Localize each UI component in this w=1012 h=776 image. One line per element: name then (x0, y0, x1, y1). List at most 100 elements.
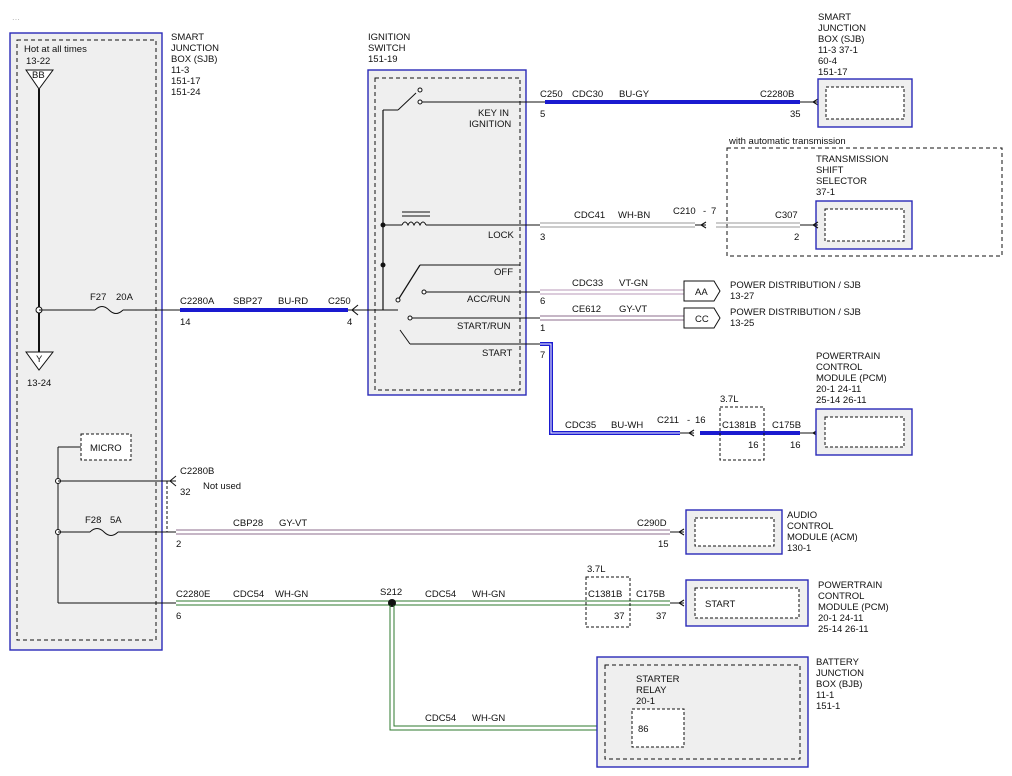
pcm-2: POWERTRAIN CONTROL MODULE (PCM) 20-1 24-… (685, 579, 889, 635)
wire-cdc33: CDC33 VT-GN 6 AA POWER DISTRIBUTION / SJ… (540, 278, 861, 307)
sjb-ref-top: 13-22 (26, 56, 50, 67)
bjb-outline (596, 656, 809, 768)
wire-cdc35: 7 CDC35 BU-WH C211 - 16 3.7L C1381B 16 C… (540, 342, 818, 461)
bjb-name-4: 151-1 (816, 701, 840, 712)
w6-pin-right: 4 (347, 317, 352, 328)
trans-name-0: TRANSMISSION (816, 154, 888, 165)
w7-pin: 32 (180, 487, 191, 498)
aa-offpage-connector (683, 280, 721, 302)
wire-cbp28: CBP28 GY-VT C290D 2 15 (176, 518, 684, 550)
pcm2-name-1: CONTROL (818, 591, 864, 602)
bjb-name-2: BOX (BJB) (816, 679, 862, 690)
pos-lock: LOCK (488, 230, 515, 241)
keyin-contact-2 (417, 99, 423, 105)
left-sjb-name-0: SMART (171, 32, 204, 43)
w8-pin-left: 2 (176, 539, 181, 550)
header-fragment: ... (12, 12, 20, 23)
right-sjb-name-1: JUNCTION (818, 23, 866, 34)
cc-desc: POWER DISTRIBUTION / SJB (730, 307, 861, 318)
right-sjb-name-2: BOX (SJB) (818, 34, 864, 45)
w1-conn-right: C2280B (760, 89, 794, 100)
pcm2-name-2: MODULE (PCM) (818, 602, 889, 613)
hot-at-all-times-label: Hot at all times (24, 44, 87, 55)
acc-contact (421, 289, 427, 295)
transmission-block: with automatic transmission TRANSMISSION… (726, 136, 1003, 257)
fuse-f28-label: F28 (85, 515, 101, 526)
ign-name-0: IGNITION (368, 32, 410, 43)
relay-pin: 86 (638, 724, 649, 735)
trans-note: with automatic transmission (728, 136, 846, 147)
w9-conn-left: C2280E (176, 589, 210, 600)
pcm2-inner (694, 587, 800, 619)
w5-circuit: CDC35 (565, 420, 596, 431)
w5-dash: - (687, 415, 690, 426)
right-sjb-name-3: 11-3 37-1 (818, 45, 858, 56)
w5-color: BU-WH (611, 420, 643, 431)
w2-inline-pin: 7 (711, 206, 716, 217)
wire-cdc54: C2280E CDC54 WH-GN S212 CDC54 WH-GN 3.7L… (176, 564, 684, 628)
w5-opt: 3.7L (720, 394, 739, 405)
w5-pin-right: 16 (790, 440, 801, 451)
w9-pin-right: 37 (656, 611, 667, 622)
ignition-switch-inner-dashed (374, 77, 521, 391)
wire-ce612: CE612 GY-VT 1 CC POWER DISTRIBUTION / SJ… (540, 304, 861, 334)
ignition-switch-blade (397, 264, 421, 301)
acm: AUDIO CONTROL MODULE (ACM) 130-1 (685, 509, 858, 555)
w10-wire-b (393, 605, 630, 727)
wire-cdc41: CDC41 WH-BN C210 - 7 C307 3 2 (540, 206, 818, 243)
wire-cdc30: C250 CDC30 BU-GY C2280B 5 35 (540, 89, 818, 120)
wire-sbp27: C2280A SBP27 BU-RD C250 14 4 (180, 296, 383, 328)
fuse-f27-amp: 20A (116, 292, 134, 303)
fuse-f28-amp: 5A (110, 515, 122, 526)
wire-not-used: C2280B 32 Not used (169, 466, 241, 498)
w5-conn-right: C175B (772, 420, 801, 431)
w10-color: WH-GN (472, 713, 505, 724)
w2-conn-right: C307 (775, 210, 798, 221)
right-sjb-name-5: 151-17 (818, 67, 848, 78)
left-sjb-inner-dashed (16, 39, 157, 641)
acm-name-2: MODULE (ACM) (787, 532, 858, 543)
w2-color: WH-BN (618, 210, 650, 221)
w6-conn-right: C250 (328, 296, 351, 307)
w9-circuit2: CDC54 (425, 589, 456, 600)
lock-solenoid-icon (401, 221, 427, 227)
trans-name-3: 37-1 (816, 187, 835, 198)
pos-start: START (482, 348, 512, 359)
w2-inline: C210 (673, 206, 696, 217)
w6-conn-left: C2280A (180, 296, 215, 307)
ign-name-2: 151-19 (368, 54, 398, 65)
w8-color: GY-VT (279, 518, 307, 529)
left-sjb-name-2: BOX (SJB) (171, 54, 217, 65)
w2-pin-right: 2 (794, 232, 799, 243)
pcm1-name-4: 25-14 26-11 (816, 395, 867, 406)
startrun-contact (407, 315, 413, 321)
w1-color: BU-GY (619, 89, 650, 100)
w1-conn-left: C250 (540, 89, 563, 100)
aa-desc: POWER DISTRIBUTION / SJB (730, 280, 861, 291)
keyin-contact (417, 87, 423, 93)
w9-color: WH-GN (275, 589, 308, 600)
pcm1-name-0: POWERTRAIN (816, 351, 880, 362)
left-sjb-name-5: 151-24 (171, 87, 201, 98)
w4-color: GY-VT (619, 304, 647, 315)
w1-pin-right: 35 (790, 109, 801, 120)
w10-circuit: CDC54 (425, 713, 456, 724)
fuse-f27-icon (94, 306, 124, 314)
pcm1-name-1: CONTROL (816, 362, 862, 373)
pcm1-name-2: MODULE (PCM) (816, 373, 887, 384)
trans-selector-inner (824, 208, 905, 242)
bb-label: BB (32, 70, 45, 81)
w9-circuit: CDC54 (233, 589, 264, 600)
pos-accrun: ACC/RUN (467, 294, 510, 305)
pos-keyin-0: KEY IN (478, 108, 509, 119)
cc-offpage-connector (683, 307, 721, 329)
w7-note: Not used (203, 481, 241, 492)
pcm1-inner (824, 416, 905, 448)
w6-circuit: SBP27 (233, 296, 263, 307)
starter-relay-box (631, 708, 685, 748)
w9-opt: 3.7L (587, 564, 606, 575)
pos-startrun: START/RUN (457, 321, 511, 332)
acm-name-1: CONTROL (787, 521, 833, 532)
switch-pivot (395, 297, 401, 303)
